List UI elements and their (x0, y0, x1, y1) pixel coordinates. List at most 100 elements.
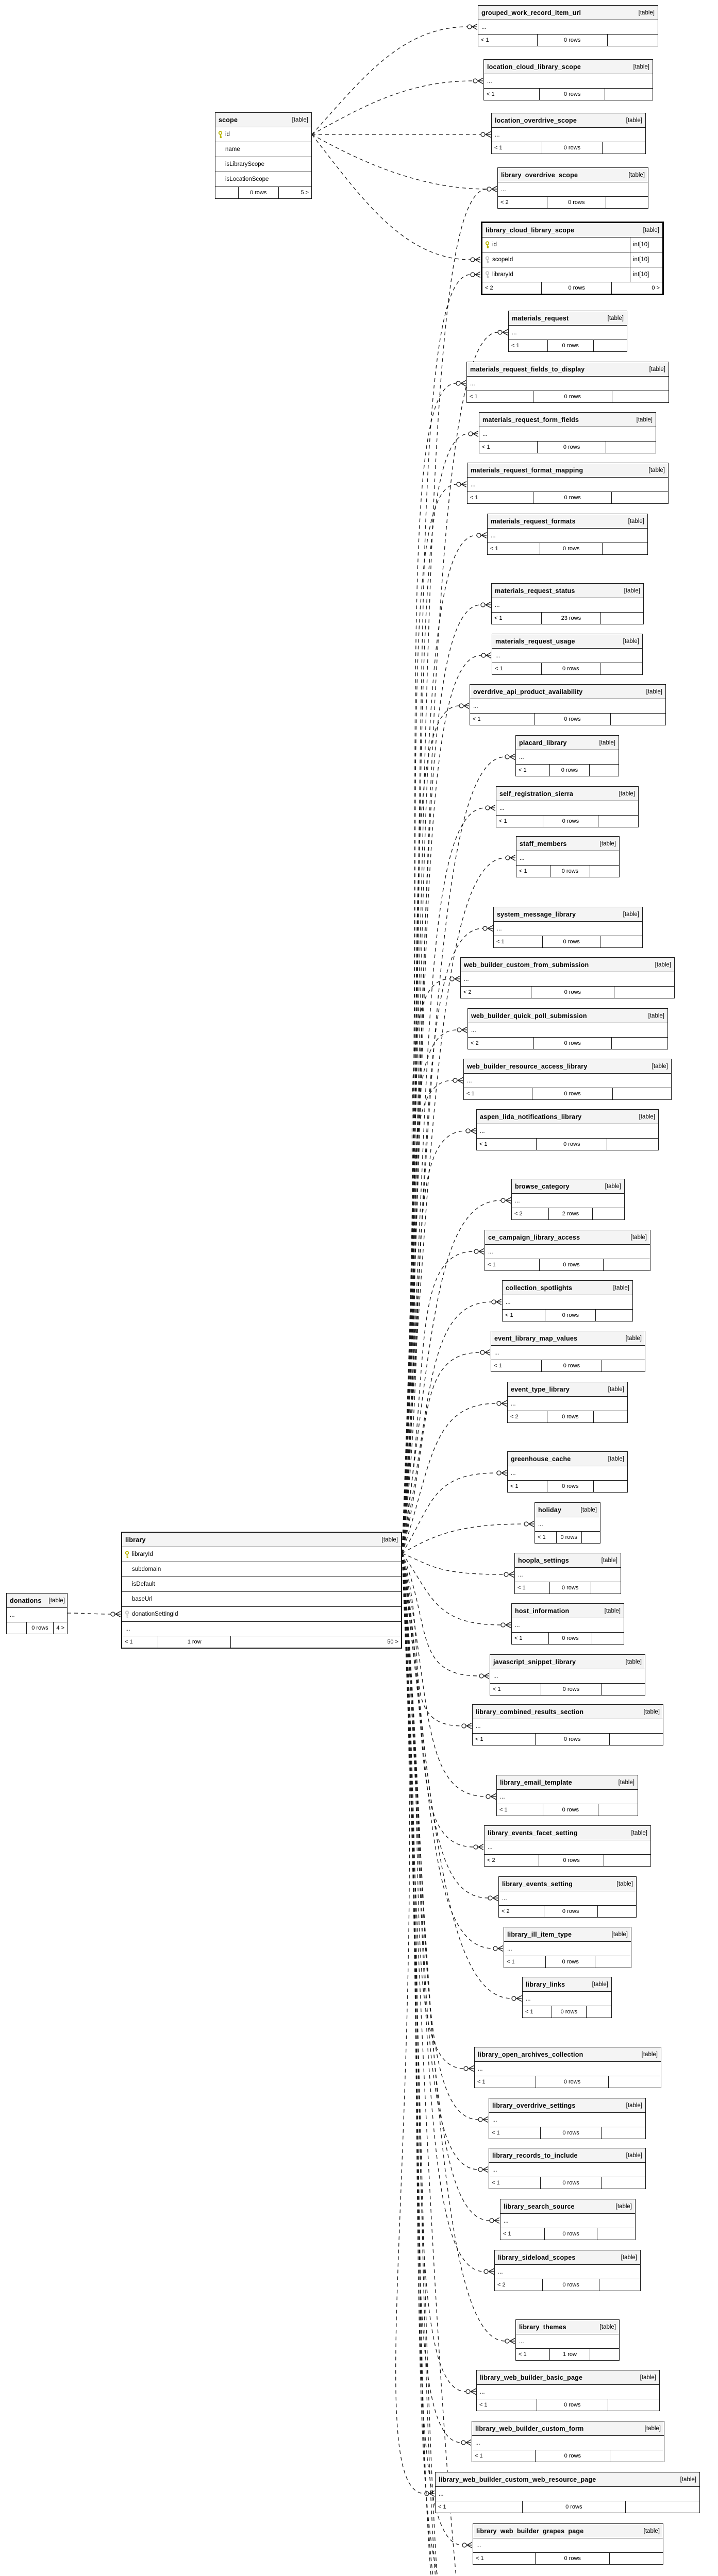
column-row: donationSettingId (122, 1607, 401, 1622)
footer-parents: < 1 (490, 1684, 541, 1695)
table-type-badge: [table] (644, 2425, 661, 2432)
table-header: greenhouse_cache[table] (508, 1452, 627, 1466)
table-node-library_open_archives_collection[interactable]: library_open_archives_collection[table].… (474, 2047, 661, 2088)
collapsed-columns-row: ... (478, 20, 658, 35)
table-node-library_web_builder_basic_page[interactable]: library_web_builder_basic_page[table]...… (476, 2370, 660, 2411)
table-node-web_builder_resource_access_library[interactable]: web_builder_resource_access_library[tabl… (463, 1059, 672, 1100)
crow-foot-connector (462, 2541, 473, 2549)
table-type-badge: [table] (626, 117, 642, 124)
fk-relationship-edge (402, 1130, 466, 1554)
footer-parents (7, 1622, 27, 1634)
table-node-location_cloud_library_scope[interactable]: location_cloud_library_scope[table]...< … (483, 59, 653, 100)
footer-parents: < 1 (467, 492, 534, 503)
table-name: materials_request_format_mapping (471, 466, 583, 474)
table-type-badge: [table] (640, 2374, 656, 2381)
crow-foot-connector (486, 1793, 496, 1800)
column-name: baseUrl (132, 1596, 153, 1602)
footer-rowcount: 0 rows (533, 391, 612, 402)
table-header: library_cloud_library_scope[table] (482, 223, 662, 238)
collapsed-columns-row: ... (512, 1194, 624, 1208)
table-node-materials_request_fields_to_display[interactable]: materials_request_fields_to_display[tabl… (466, 362, 669, 403)
table-type-badge: [table] (605, 1183, 621, 1190)
crow-foot-connector (465, 2388, 476, 2395)
table-node-materials_request_format_mapping[interactable]: materials_request_format_mapping[table].… (467, 463, 669, 504)
table-type-badge: [table] (630, 1234, 647, 1241)
table-header: javascript_snippet_library[table] (490, 1655, 645, 1669)
table-header: library_web_builder_grapes_page[table] (473, 2524, 663, 2538)
footer-rowcount: 0 rows (541, 2177, 602, 2189)
collapsed-columns-row: ... (477, 1124, 658, 1139)
fk-relationship-edge (402, 604, 481, 1554)
table-name: browse_category (515, 1182, 570, 1190)
table-header: library_combined_results_section[table] (473, 1705, 663, 1719)
table-type-badge: [table] (592, 1981, 608, 1988)
crow-foot-connector (482, 925, 493, 932)
table-node-library_web_builder_custom_form[interactable]: library_web_builder_custom_form[table]..… (472, 2421, 664, 2462)
footer-children (605, 89, 653, 100)
footer-rowcount: 0 rows (547, 1481, 594, 1492)
table-node-library_events_facet_setting[interactable]: library_events_facet_setting[table]...< … (484, 1825, 651, 1867)
collapsed-columns-row: ... (467, 377, 669, 391)
table-node-web_builder_custom_from_submission[interactable]: web_builder_custom_from_submission[table… (460, 957, 675, 998)
table-node-overdrive_api_product_availability[interactable]: overdrive_api_product_availability[table… (470, 684, 666, 725)
crow-foot-connector (500, 1621, 511, 1629)
crow-foot-connector (491, 1298, 502, 1306)
footer-rowcount: 0 rows (539, 1855, 604, 1866)
table-node-aspen_lida_notifications_library[interactable]: aspen_lida_notifications_library[table].… (476, 1109, 659, 1150)
fk-relationship-edge (402, 1553, 466, 2392)
footer-parents: < 1 (492, 663, 542, 674)
crow-foot-connector (500, 1197, 511, 1204)
table-node-web_builder_quick_poll_submission[interactable]: web_builder_quick_poll_submission[table]… (467, 1008, 668, 1049)
table-node-library_combined_results_section[interactable]: library_combined_results_section[table].… (472, 1704, 663, 1745)
table-header: donations[table] (7, 1594, 67, 1608)
footer-rowcount: 0 rows (537, 2399, 608, 2411)
fk-relationship-edge (402, 857, 506, 1554)
table-node-library_web_builder_custom_web_resource_page[interactable]: library_web_builder_custom_web_resource_… (435, 2472, 700, 2513)
footer-parents: < 1 (489, 2127, 541, 2139)
table-node-materials_request_form_fields[interactable]: materials_request_form_fields[table]...<… (479, 412, 656, 453)
crow-foot-connector (483, 2268, 494, 2275)
table-name: materials_request_usage (495, 637, 575, 645)
table-node-grouped_work_record_item_url[interactable]: grouped_work_record_item_url[table]...< … (478, 5, 658, 46)
table-node-library_web_builder_grapes_page[interactable]: library_web_builder_grapes_page[table]..… (473, 2523, 663, 2565)
crow-foot-connector (488, 1894, 498, 1902)
